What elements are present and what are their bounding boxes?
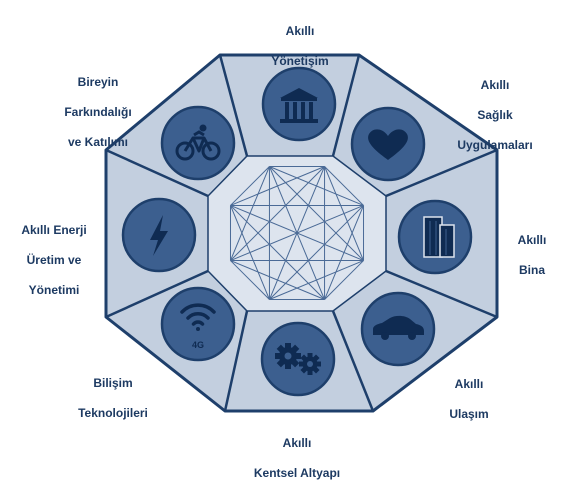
divider-line bbox=[331, 53, 361, 158]
divider-line bbox=[223, 309, 249, 413]
label-line: Yönetimi bbox=[28, 283, 80, 297]
label-line: Akıllı bbox=[454, 377, 484, 391]
web-line bbox=[230, 260, 270, 300]
divider-line bbox=[384, 148, 499, 198]
label-line: Farkındalığı bbox=[64, 105, 132, 119]
label-akilli-ulasim: Akıllı Ulaşım bbox=[424, 362, 514, 437]
label-line: Akıllı Enerji bbox=[21, 223, 87, 237]
web-line bbox=[269, 166, 364, 261]
web-line bbox=[230, 205, 325, 300]
divider-line bbox=[384, 269, 499, 319]
label-line: Teknolojileri bbox=[78, 406, 148, 420]
label-akilli-enerji-uretim-yonetimi: Akıllı Enerji Üretim ve Yönetimi bbox=[6, 208, 102, 313]
label-line: Akıllı bbox=[282, 436, 312, 450]
web-line bbox=[230, 205, 270, 300]
connection-web bbox=[229, 165, 365, 301]
label-akilli-saglik-uygulamalari: Akıllı Sağlık Uygulamaları bbox=[441, 63, 549, 168]
label-line: Akıllı bbox=[285, 24, 315, 38]
label-akilli-yonetisim: Akıllı Yönetişim bbox=[250, 9, 350, 84]
label-line: Uygulamaları bbox=[457, 138, 533, 152]
label-akilli-bina: Akıllı Bina bbox=[502, 218, 562, 293]
web-line bbox=[324, 260, 364, 300]
label-line: ve Katılımı bbox=[67, 135, 129, 149]
label-line: Akıllı bbox=[480, 78, 510, 92]
heart-icon bbox=[368, 129, 408, 160]
gears-icon bbox=[275, 343, 321, 375]
label-akilli-kentsel-altyapi: Akıllı Kentsel Altyapı bbox=[232, 421, 362, 496]
divider-line bbox=[218, 53, 249, 158]
bicycle-icon bbox=[175, 124, 221, 161]
lightning-icon bbox=[150, 215, 168, 256]
web-line bbox=[324, 166, 364, 206]
smart-city-octagon-diagram: 4G bbox=[104, 53, 499, 413]
web-line bbox=[230, 166, 325, 206]
label-line: Ulaşım bbox=[449, 407, 489, 421]
government-building-icon bbox=[280, 88, 318, 123]
label-line: Yönetişim bbox=[271, 54, 329, 68]
label-line: Bilişim bbox=[93, 376, 133, 390]
label-line: Sağlık bbox=[477, 108, 513, 122]
web-line bbox=[230, 166, 325, 261]
web-line bbox=[230, 204, 364, 262]
label-line: Üretim ve bbox=[26, 253, 82, 267]
building-icon bbox=[423, 216, 455, 258]
label-bireyin-farkindaligi-katilimi: Bireyin Farkındalığı ve Katılımı bbox=[46, 60, 150, 165]
icon-circle-farkindalik bbox=[160, 105, 236, 181]
segment-dividers bbox=[104, 53, 499, 413]
label-line: Bireyin bbox=[77, 75, 119, 89]
network-4g-label: 4G bbox=[192, 340, 204, 350]
divider-line bbox=[331, 309, 375, 413]
divider-line bbox=[104, 148, 210, 198]
label-line: Kentsel Altyapı bbox=[253, 466, 341, 480]
divider-line bbox=[104, 269, 210, 319]
wifi-4g-icon: 4G bbox=[180, 303, 216, 350]
web-line bbox=[269, 205, 364, 300]
web-line bbox=[269, 260, 364, 300]
label-line: Akıllı bbox=[517, 233, 547, 247]
icon-circle-bilisim bbox=[160, 286, 236, 362]
label-bilisim-teknolojileri: Bilişim Teknolojileri bbox=[58, 361, 168, 436]
web-line bbox=[230, 260, 325, 300]
web-line bbox=[230, 166, 270, 206]
car-icon bbox=[373, 315, 424, 340]
label-line: Bina bbox=[518, 263, 545, 277]
